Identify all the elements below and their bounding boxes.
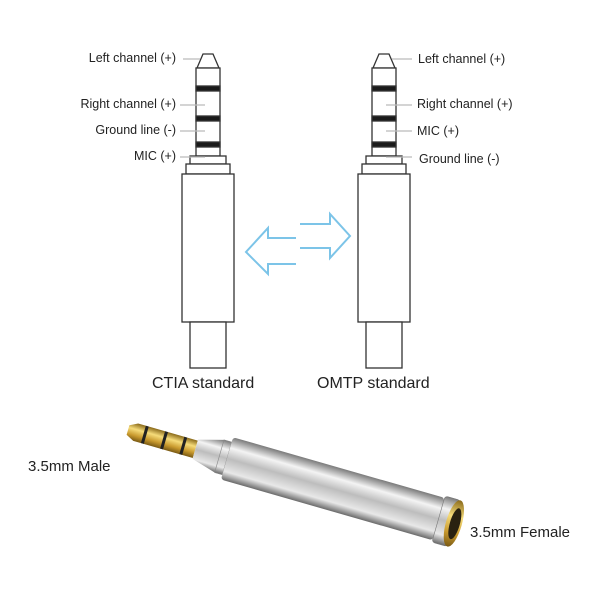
omtp-label-right-channel: Right channel (+)	[417, 97, 513, 111]
male-label: 3.5mm Male	[28, 458, 111, 475]
ctia-title: CTIA standard	[152, 375, 255, 392]
ctia-label-mic: MIC (+)	[133, 149, 176, 163]
swap-arrows-icon	[244, 211, 352, 277]
adapter-image	[126, 423, 465, 547]
ctia-label-right-channel: Right channel (+)	[80, 97, 176, 111]
omtp-label-mic: MIC (+)	[417, 124, 460, 138]
omtp-label-left-channel: Left channel (+)	[418, 52, 506, 66]
female-label: 3.5mm Female	[470, 524, 571, 541]
omtp-label-ground: Ground line (-)	[419, 152, 500, 166]
omtp-plug	[357, 53, 412, 369]
ctia-plug	[180, 53, 235, 369]
ctia-label-ground: Ground line (-)	[95, 123, 176, 137]
omtp-title: OMTP standard	[317, 375, 430, 392]
ctia-label-left-channel: Left channel (+)	[88, 51, 176, 65]
